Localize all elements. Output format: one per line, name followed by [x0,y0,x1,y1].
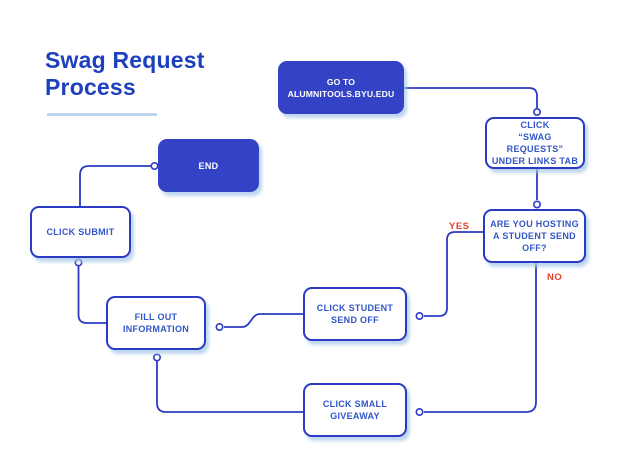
edge-end-submit [79,165,151,206]
node-label: CLICK SUBMIT [46,227,115,237]
edge-goto-swag [404,87,538,108]
node-click-swag-requests: CLICK “SWAG REQUESTS” UNDER LINKS TAB [485,117,585,169]
edge-label-yes: YES [449,221,470,232]
edge-submit-fillout [77,266,106,324]
edge-label-no: NO [547,272,563,283]
edge-terminal-fillout-bottom [153,353,162,362]
node-label: GO TO ALUMNITOOLS.BYU.EDU [287,76,395,99]
node-label: ARE YOU HOSTING A STUDENT SEND OFF? [490,219,579,253]
edge-student-fillout [224,313,303,328]
node-label: FILL OUT INFORMATION [122,312,190,334]
node-label: CLICK “SWAG REQUESTS” UNDER LINKS TAB [491,120,579,166]
node-label: CLICK SMALL GIVEAWAY [322,399,388,421]
node-decision-hosting-send-off: ARE YOU HOSTING A STUDENT SEND OFF? [483,209,586,263]
node-fill-out-information: FILL OUT INFORMATION [106,296,206,350]
edge-terminal-end-left [150,162,159,171]
node-end: END [158,139,259,192]
edge-terminal-swag-top [532,108,541,117]
node-label: CLICK STUDENT SEND OFF [316,303,394,325]
page-title: Swag Request Process [45,47,205,100]
edge-terminal-fillout-right [215,322,224,331]
edge-terminal-student-right [415,311,424,320]
node-label: END [198,160,219,171]
edge-decision-giveaway-no [424,263,537,413]
edge-terminal-decision-top [532,200,541,209]
node-click-student-send-off: CLICK STUDENT SEND OFF [303,287,407,341]
edge-terminal-submit-bottom [74,258,83,267]
title-underline [47,113,157,116]
edge-fillout-giveaway [156,361,303,413]
node-click-small-giveaway: CLICK SMALL GIVEAWAY [303,383,407,437]
node-click-submit: CLICK SUBMIT [30,206,131,258]
edge-decision-student-yes [424,231,483,317]
node-go-to-alumnitools: GO TO ALUMNITOOLS.BYU.EDU [278,61,404,114]
edge-terminal-giveaway-right [415,407,424,416]
